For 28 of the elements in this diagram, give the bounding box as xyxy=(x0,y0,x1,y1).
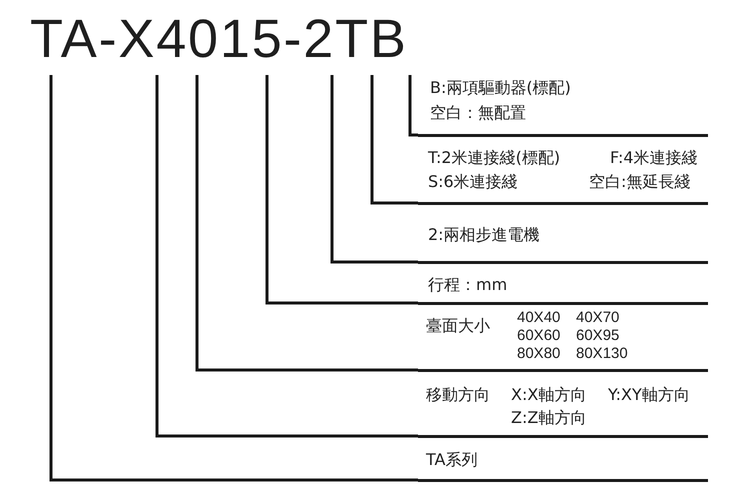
leader-line xyxy=(196,75,418,372)
size-option: 60X95 xyxy=(576,327,620,344)
option-text: 空白：無配置 xyxy=(430,103,526,123)
field-name: 行程：mm xyxy=(428,275,508,295)
option-text: X:X軸方向 xyxy=(511,385,586,405)
leader-line xyxy=(330,75,418,264)
size-option: 80X130 xyxy=(576,345,628,362)
size-option: 40X40 xyxy=(517,309,560,326)
option-text: S:6米連接綫 xyxy=(428,172,518,192)
leader-line xyxy=(370,75,418,204)
leader-line xyxy=(50,75,418,482)
option-text: T:2米連接綫(標配) xyxy=(428,148,560,168)
size-option: 80X80 xyxy=(517,345,560,362)
option-text: Y:XY軸方向 xyxy=(608,385,690,405)
option-text: F:4米連接綫 xyxy=(610,148,698,168)
option-text: B:兩項驅動器(標配) xyxy=(430,78,571,98)
leader-line xyxy=(156,75,418,438)
size-option: 40X70 xyxy=(576,309,620,326)
option-text: 2:兩相步進電機 xyxy=(428,225,540,245)
field-name: 臺面大小 xyxy=(426,316,490,336)
leader-line xyxy=(266,75,418,304)
option-text: Z:Z軸方向 xyxy=(511,408,586,428)
leader-line xyxy=(408,75,418,136)
series-name: TA系列 xyxy=(426,450,478,470)
option-text: 空白:無延長綫 xyxy=(589,172,690,192)
model-code: TA-X4015-2TB xyxy=(30,12,408,66)
size-option: 60X60 xyxy=(517,327,560,344)
field-name: 移動方向 xyxy=(426,385,490,405)
